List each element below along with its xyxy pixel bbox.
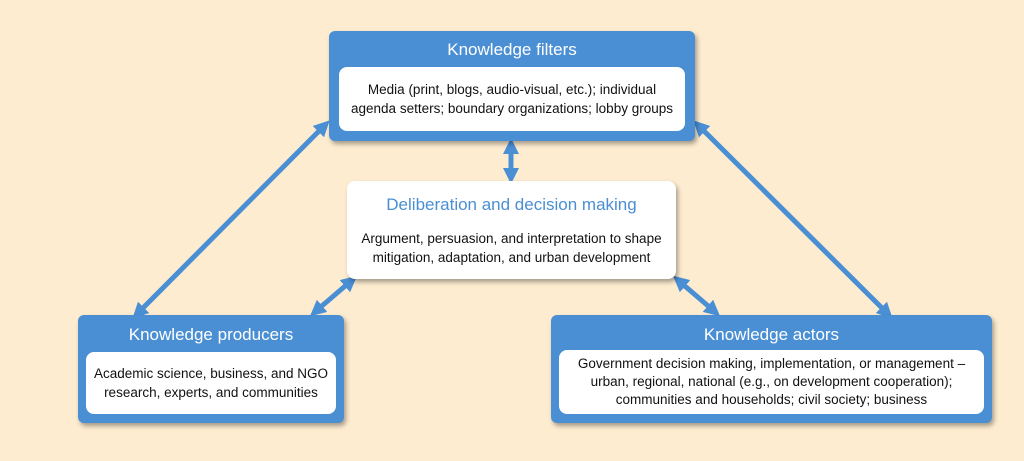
knowledge-filters-line-2: agenda setters; boundary organizations; … — [351, 101, 673, 116]
knowledge-producers-line-1: Academic science, business, and NGO — [93, 366, 329, 381]
deliberation-text: Argument, persuasion, and interpretation… — [355, 229, 668, 267]
knowledge-actors-box: Knowledge actors Government decision mak… — [551, 315, 992, 423]
knowledge-producers-text: Academic science, business, and NGO rese… — [86, 352, 336, 414]
knowledge-filters-text: Media (print, blogs, audio-visual, etc.)… — [339, 67, 685, 131]
knowledge-filters-line-1: Media (print, blogs, audio-visual, etc.)… — [367, 82, 657, 97]
knowledge-producers-title: Knowledge producers — [128, 325, 294, 344]
knowledge-actors-text: Government decision making, implementati… — [559, 350, 984, 414]
deliberation-line-2: mitigation, adaptation, and urban develo… — [372, 250, 651, 265]
knowledge-filters-box: Knowledge filters Media (print, blogs, a… — [329, 31, 695, 141]
arrow-filters-producers — [132, 120, 330, 319]
knowledge-producers-box: Knowledge producers Academic science, bu… — [78, 315, 344, 423]
arrow-filters-actors — [693, 120, 893, 319]
arrow-center-producers — [309, 275, 358, 317]
deliberation-title: Deliberation and decision making — [386, 195, 637, 214]
arrow-center-actors — [672, 275, 721, 317]
knowledge-actors-title: Knowledge actors — [703, 325, 840, 344]
knowledge-actors-line-3: communities and households; civil societ… — [615, 392, 928, 407]
knowledge-producers-line-2: research, experts, and communities — [104, 385, 318, 400]
knowledge-actors-line-1: Government decision making, implementati… — [577, 356, 966, 371]
deliberation-box: Deliberation and decision making Argumen… — [347, 181, 676, 279]
deliberation-line-1: Argument, persuasion, and interpretation… — [361, 231, 662, 246]
knowledge-actors-line-2: urban, regional, national (e.g., on deve… — [590, 374, 953, 389]
knowledge-filters-title: Knowledge filters — [447, 40, 577, 59]
